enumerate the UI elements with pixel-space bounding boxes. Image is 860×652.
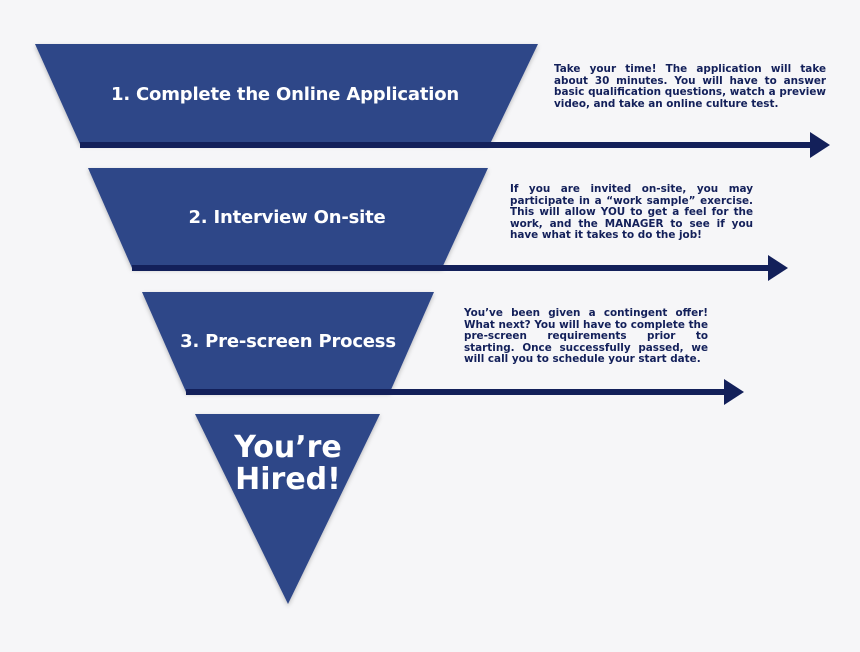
funnel-final-shape: [195, 414, 380, 604]
final-stage-title: You’re Hired!: [234, 430, 342, 497]
arrow-2: [132, 255, 788, 281]
funnel-stage-2-shape: [88, 168, 488, 268]
stage-3-description: You’ve been given a contingent offer! Wh…: [464, 307, 708, 366]
stage-2-title: 2. Interview On-site: [188, 207, 386, 228]
stage-1-title: 1. Complete the Online Application: [111, 84, 459, 105]
arrow-3: [186, 379, 744, 405]
stage-1-description: Take your time! The application will tak…: [554, 63, 826, 110]
stage-3-title: 3. Pre-screen Process: [180, 331, 396, 352]
funnel-stage-1-shape: [35, 44, 538, 144]
stage-2-description: If you are invited on-site, you may part…: [510, 183, 753, 242]
arrow-1: [80, 132, 830, 158]
funnel-stage-3-shape: [142, 292, 434, 392]
